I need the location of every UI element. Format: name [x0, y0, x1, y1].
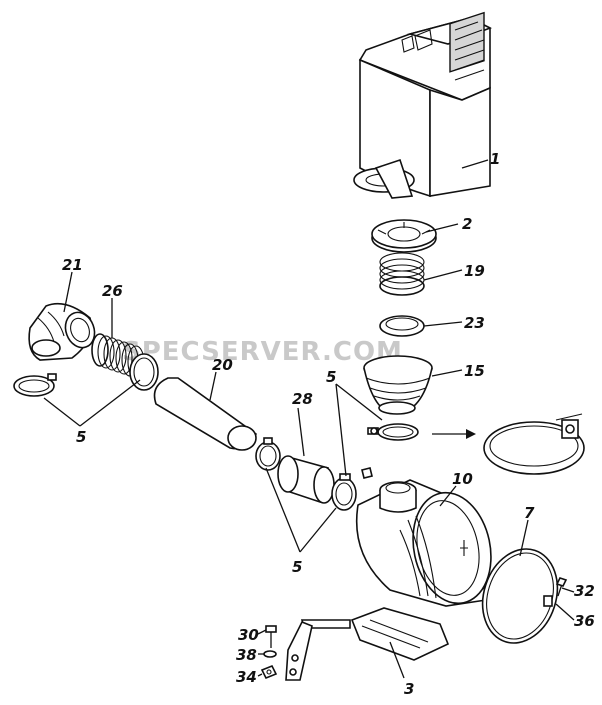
- part-labels: 1 2 19 23 15 21 26 20 28 5 5 5 10 7 32 3…: [62, 150, 595, 698]
- label-32: 32: [574, 582, 595, 600]
- label-7: 7: [524, 504, 535, 522]
- part-23-ring: [379, 315, 425, 337]
- label-23: 23: [464, 314, 485, 332]
- part-21-elbow: [28, 302, 96, 361]
- label-20: 20: [212, 356, 233, 374]
- label-3: 3: [404, 680, 414, 698]
- part-7-strap: [481, 548, 559, 644]
- watermark-text: SPECSERVER.COM: [122, 337, 403, 367]
- part-3-bracket: [285, 607, 450, 681]
- label-38: 38: [236, 646, 257, 664]
- label-5-upper: 5: [326, 368, 336, 386]
- label-10: 10: [452, 470, 473, 488]
- label-36: 36: [574, 612, 595, 630]
- label-2: 2: [462, 215, 472, 233]
- part-20-pipe: [153, 377, 257, 451]
- label-26: 26: [102, 282, 123, 300]
- label-5-left: 5: [76, 428, 86, 446]
- part-1-intake-housing: [353, 11, 492, 199]
- part-2-flange: [371, 219, 437, 253]
- part-38-washer: [263, 650, 277, 658]
- label-15: 15: [464, 362, 485, 380]
- label-5-lower: 5: [292, 558, 302, 576]
- label-1: 1: [490, 150, 500, 168]
- label-28: 28: [292, 390, 313, 408]
- label-19: 19: [464, 262, 485, 280]
- label-30: 30: [238, 626, 259, 644]
- part-19-spring: [379, 252, 425, 296]
- label-34: 34: [236, 668, 257, 686]
- arrow-detail: [432, 429, 476, 439]
- part-28-sleeve: [277, 455, 335, 504]
- part-5-clamp-mid-a: [255, 437, 281, 471]
- part-5-clamp-mid-b: [331, 467, 373, 511]
- leader-lines: [43, 159, 575, 679]
- part-34-nut: [260, 664, 278, 680]
- part-5-clamp-left-a: [13, 373, 57, 397]
- part-32-bolt: [555, 577, 568, 597]
- clamp-detail-large: [483, 413, 585, 475]
- part-5-clamp-left-b: [129, 353, 159, 391]
- part-5-clamp-upper: [367, 423, 419, 441]
- label-21: 21: [62, 256, 83, 274]
- part-30-bolt: [265, 625, 277, 648]
- part-10-filter-body: [355, 479, 492, 607]
- part-15-bellows: [363, 355, 433, 415]
